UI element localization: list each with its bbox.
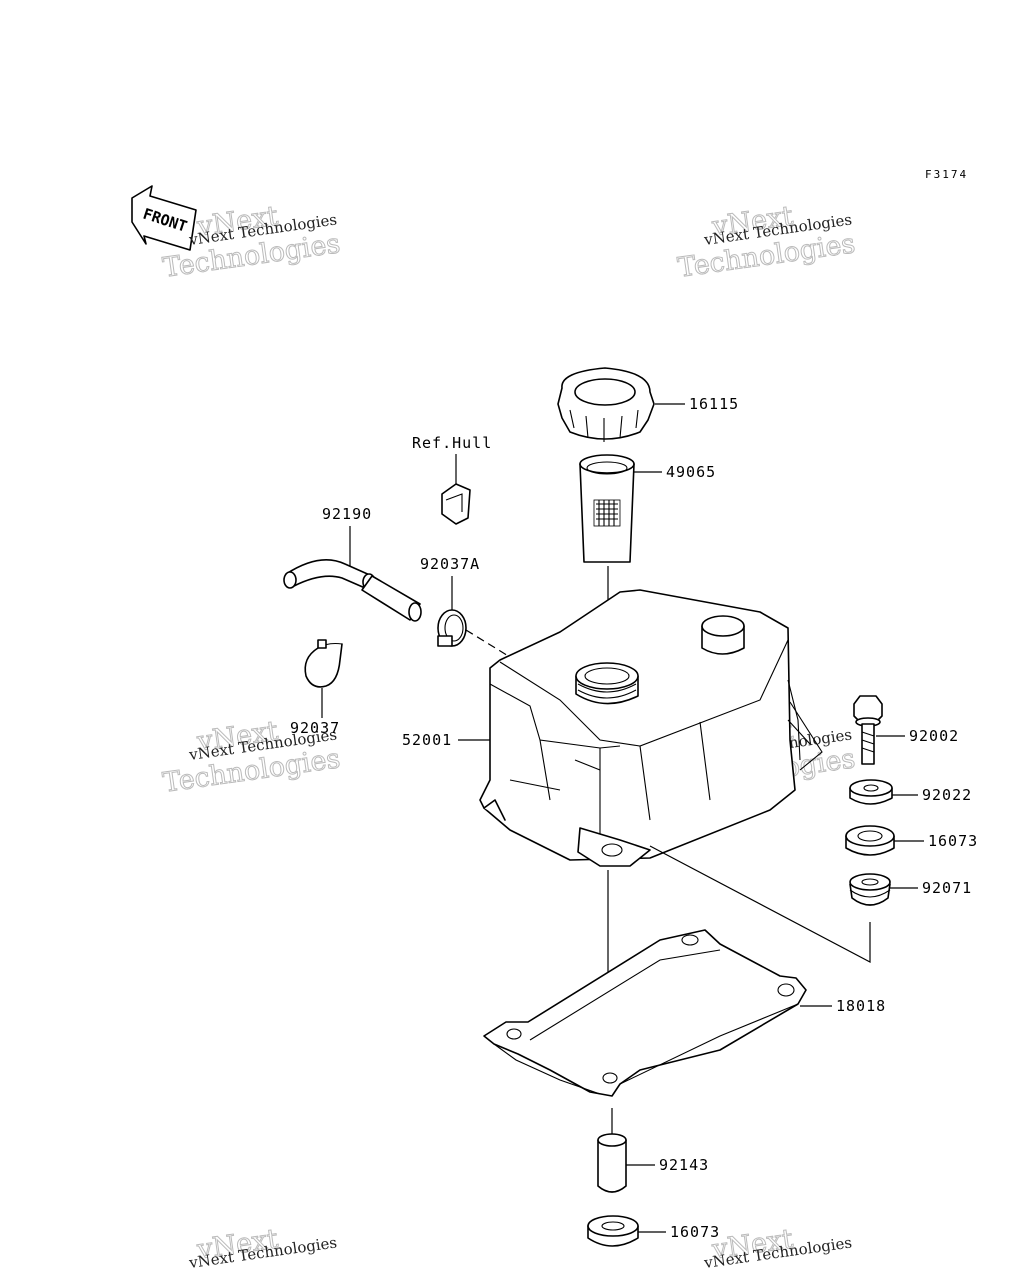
part-label-16073-lower: 16073: [670, 1223, 720, 1241]
part-label-92143: 92143: [659, 1156, 709, 1174]
part-label-92190: 92190: [322, 505, 372, 523]
figure-code: F3174: [925, 168, 968, 181]
filler-strainer: [579, 454, 635, 563]
collar: [597, 1133, 627, 1193]
front-arrow-icon: FRONT: [131, 185, 197, 251]
part-label-92071: 92071: [922, 879, 972, 897]
tank-bracket: [483, 929, 807, 1097]
oil-tank: [479, 589, 801, 867]
hose-clamp-a: [437, 609, 467, 647]
hull-clip: [441, 483, 471, 525]
ref-hull-label: Ref.Hull: [412, 434, 492, 452]
rubber-mount-upper: [845, 825, 895, 856]
part-label-92037: 92037: [290, 719, 340, 737]
bolt: [853, 695, 883, 765]
rubber-mount-lower: [587, 1215, 639, 1247]
vent-hose: [283, 558, 422, 622]
part-label-92037a: 92037A: [420, 555, 480, 573]
hose-clamp: [304, 639, 343, 688]
part-label-16073-upper: 16073: [928, 832, 978, 850]
part-label-18018: 18018: [836, 997, 886, 1015]
part-label-52001: 52001: [402, 731, 452, 749]
rubber-cushion: [849, 873, 891, 906]
filler-cap: [557, 367, 655, 442]
part-label-49065: 49065: [666, 463, 716, 481]
mount-guide: [649, 845, 871, 963]
mesh-icon: [593, 499, 621, 527]
part-label-92002: 92002: [909, 727, 959, 745]
part-label-16115: 16115: [689, 395, 739, 413]
bolt-guide: [787, 701, 823, 771]
washer: [849, 779, 893, 805]
part-label-92022: 92022: [922, 786, 972, 804]
